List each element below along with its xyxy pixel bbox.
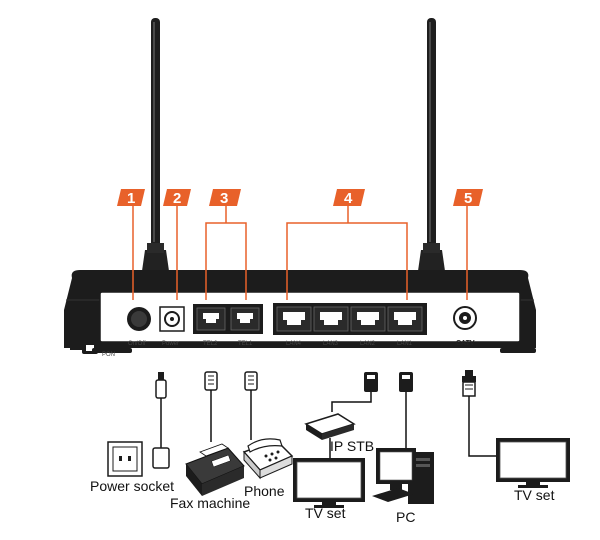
fax-machine-icon — [185, 443, 245, 496]
power-plug-cable — [152, 372, 170, 469]
ip-stb-icon — [304, 413, 356, 440]
badge-5: 5 — [453, 189, 483, 207]
fax-machine-label: Fax machine — [170, 495, 250, 511]
svg-text:5: 5 — [464, 190, 472, 207]
svg-text:4: 4 — [344, 190, 353, 207]
pc-label: PC — [396, 509, 415, 525]
power-switch-button — [127, 307, 151, 331]
badge-3: 3 — [209, 189, 241, 207]
tv-set-right-label: TV set — [514, 487, 555, 503]
left-antenna — [141, 18, 170, 278]
power-socket-label: Power socket — [90, 478, 174, 494]
tel2-label: TEL2 — [203, 341, 218, 347]
onoff-label: On/Off — [128, 341, 146, 347]
badge-1: 1 — [117, 189, 145, 207]
tv-set-left-icon — [293, 458, 365, 508]
phone-icon — [242, 438, 294, 480]
tel1-label: TEL1 — [238, 341, 253, 347]
tv-set-left-label: TV set — [305, 505, 346, 521]
badge-4-bracket — [286, 206, 408, 300]
svg-text:1: 1 — [127, 190, 135, 207]
lan2-label: LAN2 — [360, 341, 376, 347]
catv-plug-cable — [462, 370, 500, 457]
svg-text:2: 2 — [173, 190, 181, 207]
pon-port-label: PON — [102, 352, 115, 358]
phone-plug — [244, 371, 258, 440]
power-socket-icon — [107, 441, 143, 477]
catv-port — [453, 306, 477, 330]
tv-set-right-icon — [496, 438, 570, 488]
lan4-label: LAN4 — [286, 341, 302, 347]
badge-3-bracket — [205, 206, 247, 300]
pc-icon — [372, 448, 434, 504]
catv-label: CATV — [456, 340, 475, 347]
badge-2: 2 — [163, 189, 191, 207]
lan-port-block — [273, 303, 427, 335]
svg-text:3: 3 — [220, 190, 228, 207]
lan-plug-stb — [331, 372, 378, 412]
ip-stb-label: IP STB — [330, 438, 374, 454]
tel-port-block — [193, 304, 263, 334]
power-jack — [159, 306, 185, 332]
lan3-label: LAN3 — [323, 341, 339, 347]
phone-label: Phone — [244, 483, 285, 499]
right-antenna — [417, 18, 446, 278]
badge-4: 4 — [333, 189, 365, 207]
fax-phone-plug — [204, 371, 218, 442]
lan1-label: LAN1 — [397, 341, 413, 347]
lan-plug-pc — [399, 372, 413, 448]
power-port-label: Power — [162, 341, 179, 347]
